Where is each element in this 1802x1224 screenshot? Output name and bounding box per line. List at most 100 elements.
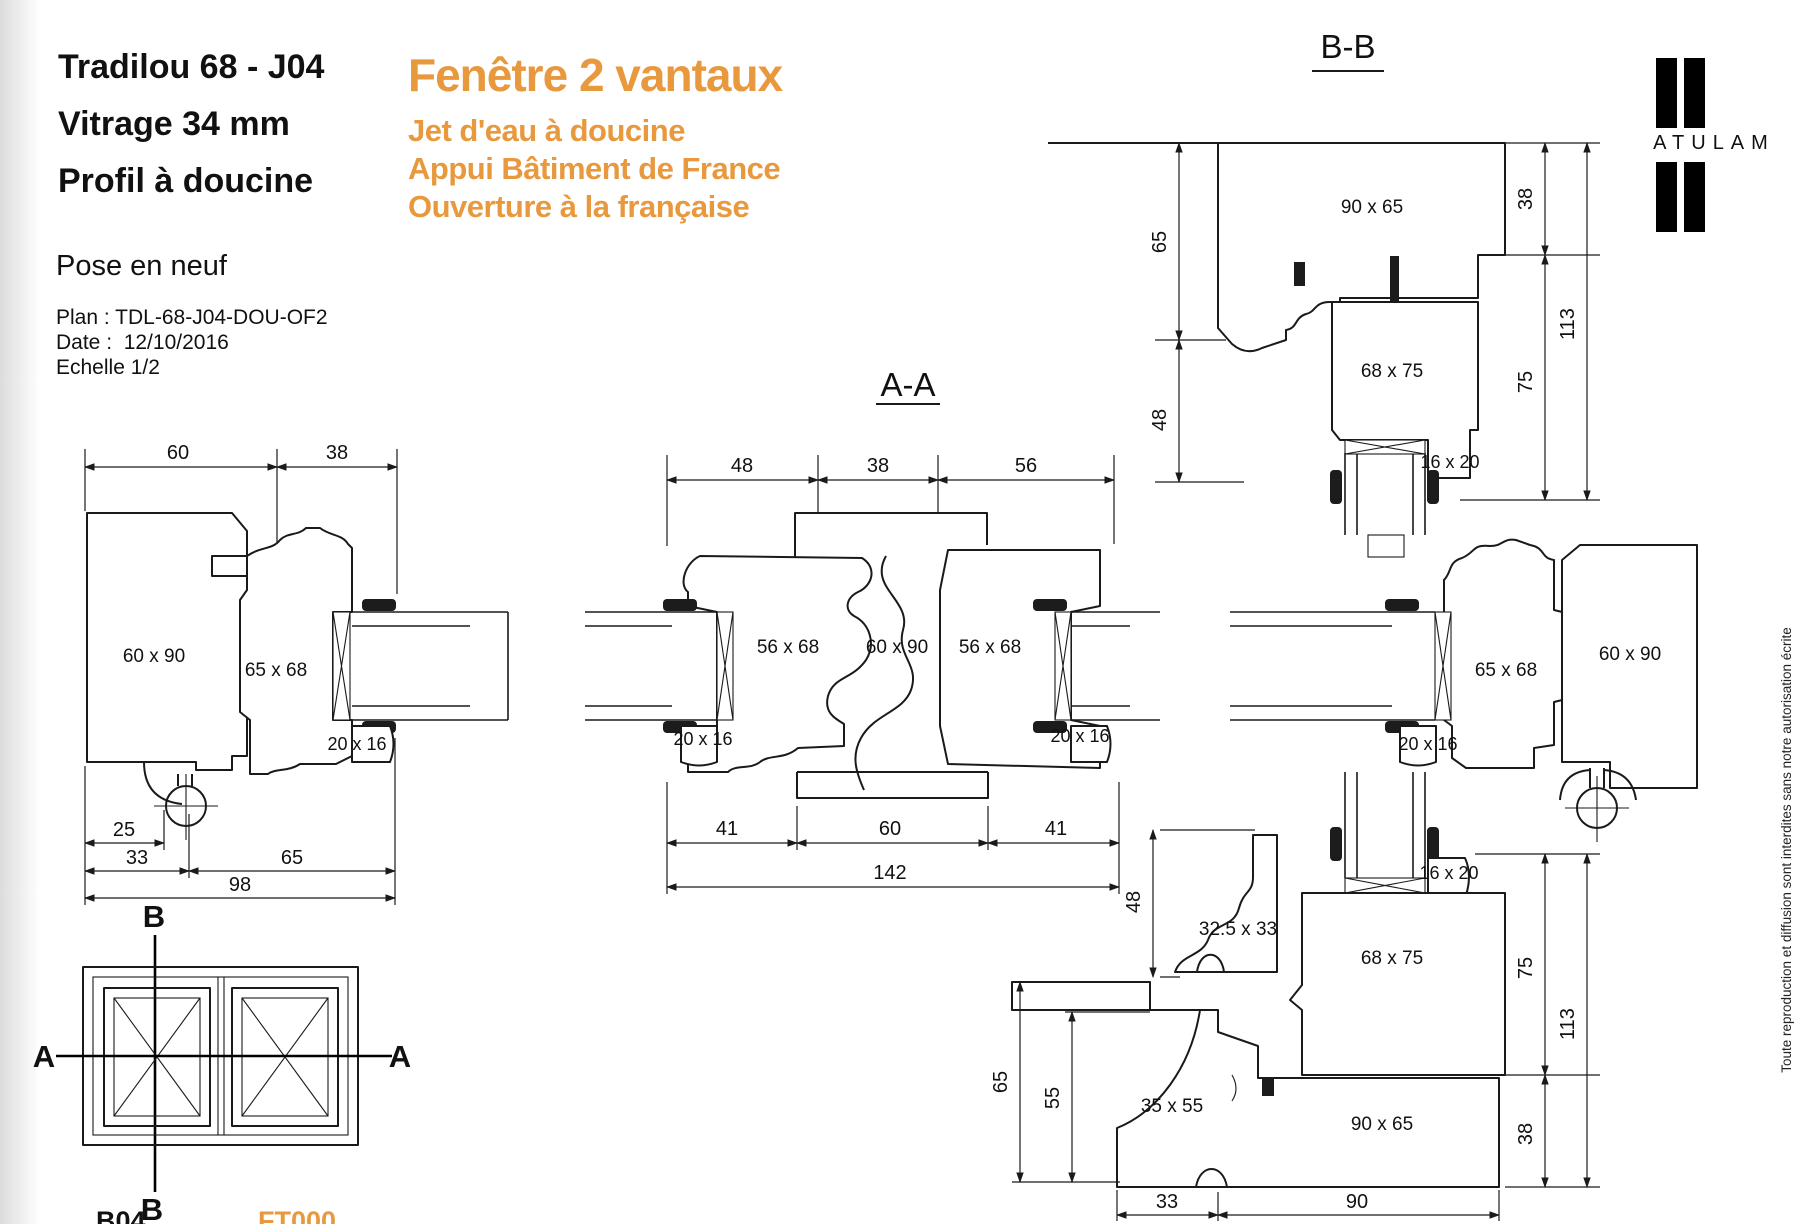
frame-profile bbox=[86, 512, 248, 771]
date-label: Date : bbox=[56, 331, 113, 354]
glazing-bead bbox=[1070, 725, 1112, 763]
bb-head-section: B-B 90 x 65 68 x 75 16 x 20 bbox=[1048, 28, 1600, 558]
sill-upstand bbox=[1011, 981, 1151, 1011]
product-glazing: Vitrage 34 mm bbox=[58, 105, 290, 143]
label-frame: 90 x 65 bbox=[1341, 197, 1403, 218]
label-sash-right: 56 x 68 bbox=[959, 637, 1021, 658]
label-bead-left: 20 x 16 bbox=[673, 729, 732, 749]
dim-33: 33 bbox=[126, 847, 148, 869]
seal bbox=[1033, 599, 1067, 611]
glazing-hatch bbox=[1344, 877, 1426, 894]
aa-right-jamb-section: 65 x 68 60 x 90 20 x 16 bbox=[1230, 538, 1698, 842]
label-sash: 65 x 68 bbox=[245, 660, 307, 681]
dim-48: 48 bbox=[1123, 891, 1145, 913]
main-title: Fenêtre 2 vantaux bbox=[408, 49, 783, 101]
glazing-hatch bbox=[1344, 439, 1426, 455]
glazing-hatch bbox=[1434, 611, 1452, 721]
glazing-hatch bbox=[332, 611, 351, 721]
sash-profile bbox=[239, 527, 353, 775]
section-marker-b-top: B bbox=[143, 899, 165, 934]
aa-middle-section: A-A 48 38 56 bbox=[585, 366, 1160, 894]
dim-41b: 41 bbox=[1045, 818, 1067, 840]
sash-head-profile bbox=[1331, 301, 1479, 479]
seal bbox=[1390, 256, 1399, 308]
glazing-bead bbox=[351, 725, 395, 763]
product-title: Tradilou 68 - J04 bbox=[58, 48, 325, 86]
main-sub-2: Appui Bâtiment de France bbox=[408, 151, 781, 186]
dim-65: 65 bbox=[1149, 231, 1171, 253]
label-block: 35 x 55 bbox=[1141, 1096, 1203, 1117]
bb-sill-section: 32.5 x 33 68 x 75 16 x 20 35 x 55 90 x 6… bbox=[990, 772, 1600, 1221]
seal bbox=[1385, 599, 1419, 611]
dim-25: 25 bbox=[113, 819, 135, 841]
dim-75: 75 bbox=[1515, 957, 1537, 979]
plan-label: Plan : bbox=[56, 306, 110, 329]
section-marker-b-bottom: B bbox=[141, 1192, 163, 1224]
label-center: 60 x 90 bbox=[866, 637, 928, 658]
dim-113: 113 bbox=[1557, 1008, 1579, 1040]
dim-113: 113 bbox=[1557, 308, 1579, 340]
dim-60: 60 bbox=[167, 442, 189, 464]
main-sub-3: Ouverture à la française bbox=[408, 189, 750, 224]
logo-bar-icon bbox=[1656, 58, 1677, 128]
elevation-view: B A A B bbox=[33, 899, 411, 1224]
dim-75: 75 bbox=[1515, 371, 1537, 393]
scale-value: Echelle 1/2 bbox=[56, 356, 160, 379]
section-title-aa: A-A bbox=[880, 366, 935, 403]
label-sash-left: 56 x 68 bbox=[757, 637, 819, 658]
dim-65: 65 bbox=[281, 847, 303, 869]
sill-profile bbox=[1116, 1009, 1500, 1188]
product-profile: Profil à doucine bbox=[58, 162, 314, 200]
glazing-hatch bbox=[716, 611, 1072, 721]
label-frame: 60 x 90 bbox=[1599, 644, 1661, 665]
label-bead: 20 x 16 bbox=[327, 734, 386, 754]
seal bbox=[362, 599, 396, 611]
atulam-logo: ATULAM bbox=[1628, 58, 1800, 234]
dim-65: 65 bbox=[990, 1071, 1012, 1093]
pose-type: Pose en neuf bbox=[56, 250, 227, 282]
dim-33: 33 bbox=[1156, 1191, 1178, 1213]
main-sub-1: Jet d'eau à doucine bbox=[408, 113, 685, 148]
sash-profile bbox=[1443, 538, 1563, 769]
drip-mould-profile bbox=[1174, 834, 1278, 973]
label-sash: 65 x 68 bbox=[1475, 660, 1537, 681]
label-frame: 60 x 90 bbox=[123, 646, 185, 667]
logo-bar-icon bbox=[1656, 162, 1677, 232]
scan-edge-shade bbox=[0, 0, 40, 1224]
frame-profile bbox=[1561, 544, 1698, 789]
footer-ref: FT000 bbox=[258, 1206, 337, 1224]
dim-38: 38 bbox=[867, 455, 889, 477]
seal bbox=[1262, 1079, 1274, 1096]
section-marker-a-left: A bbox=[33, 1039, 55, 1074]
dim-38: 38 bbox=[1515, 1123, 1537, 1145]
copyright-note: Toute reproduction et diffusion sont int… bbox=[1779, 627, 1794, 1073]
dim-98: 98 bbox=[229, 874, 251, 896]
plan-value: TDL-68-J04-DOU-OF2 bbox=[115, 306, 328, 329]
label-bead: 16 x 20 bbox=[1419, 863, 1478, 883]
glazing-bead bbox=[680, 725, 718, 767]
label-bead: 16 x 20 bbox=[1420, 452, 1479, 472]
section-title-bb: B-B bbox=[1320, 28, 1375, 65]
label-sash: 68 x 75 bbox=[1361, 361, 1423, 382]
logo-wordmark: ATULAM bbox=[1653, 132, 1775, 154]
dim-41a: 41 bbox=[716, 818, 738, 840]
sash-bottom-profile bbox=[1289, 892, 1506, 1076]
label-sill: 90 x 65 bbox=[1351, 1114, 1413, 1135]
glazing-bead bbox=[1399, 725, 1437, 767]
date-value: 12/10/2016 bbox=[123, 331, 229, 354]
logo-bar-icon bbox=[1684, 58, 1705, 128]
footer-code: B04 bbox=[96, 1206, 146, 1224]
dim-38: 38 bbox=[326, 442, 348, 464]
label-drip: 32.5 x 33 bbox=[1199, 919, 1277, 940]
label-sash: 68 x 75 bbox=[1361, 948, 1423, 969]
dim-142: 142 bbox=[873, 862, 906, 884]
dim-55: 55 bbox=[1042, 1087, 1064, 1109]
plan-meta: Plan : TDL-68-J04-DOU-OF2 Date : 12/10/2… bbox=[56, 305, 328, 380]
seal bbox=[663, 599, 697, 611]
seal bbox=[1427, 470, 1439, 504]
meeting-profile-curve bbox=[854, 555, 914, 791]
seal bbox=[1033, 721, 1067, 733]
seal bbox=[1330, 470, 1342, 504]
